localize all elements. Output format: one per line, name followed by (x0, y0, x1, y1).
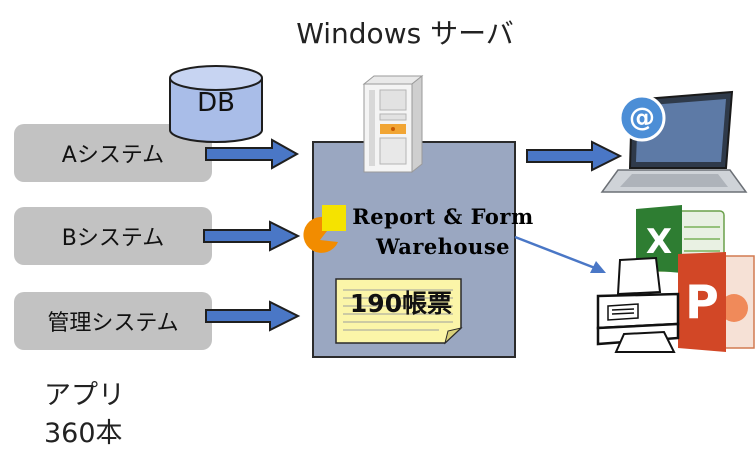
server-icon (362, 74, 424, 174)
forms-count: 190帳票 (349, 289, 453, 318)
r-highlight (322, 205, 346, 231)
laptop-email-icon: @ (600, 90, 748, 193)
sticky-note (335, 278, 463, 345)
database-icon (169, 65, 263, 143)
db-label: DB (197, 88, 235, 118)
powerpoint-icon: P (678, 252, 755, 352)
svg-text:@: @ (629, 103, 655, 133)
apps-count: 360本 (44, 418, 123, 449)
diagram-title: Windows サーバ (296, 17, 514, 50)
svg-text:P: P (685, 275, 719, 329)
svg-text:X: X (646, 222, 672, 262)
system-label-b: Bシステム (61, 226, 165, 251)
system-box-b: Bシステム (14, 207, 212, 265)
system-label-a: Aシステム (61, 143, 165, 168)
printer-icon (596, 256, 680, 353)
product-name-line2: Warehouse (375, 234, 511, 259)
system-label-kanri: 管理システム (47, 311, 179, 336)
apps-label: アプリ (44, 380, 125, 411)
system-box-kanri: 管理システム (14, 292, 212, 350)
product-name-line1: Report & Form (352, 204, 534, 229)
